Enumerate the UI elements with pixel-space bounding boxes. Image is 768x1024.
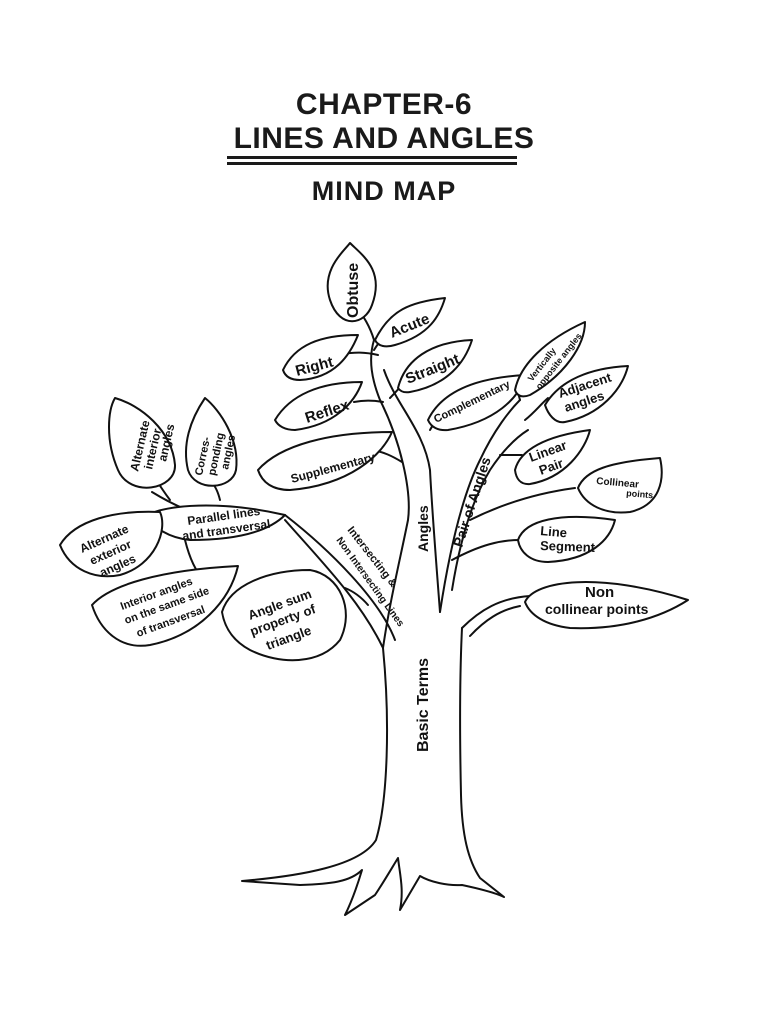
mind-map-title: MIND MAP [311,176,457,206]
label-pair-of-angles: Pair of Angles [450,455,494,549]
leaf-vertically [514,321,586,398]
leaf-alt-interior [108,397,177,489]
subject-title: LINES AND ANGLES [233,122,535,155]
twig-noncollinear-2 [469,605,521,637]
branch-pair-of-angles [439,399,521,613]
label-collinear-2: points [626,488,654,500]
leaf-line-segment [517,515,616,563]
leaf-obtuse [326,242,377,323]
branch-angles-inner [383,369,441,613]
leaf-supplementary [257,431,393,491]
label-noncollinear-1: Non [585,584,614,601]
leaf-corr [184,397,238,487]
twig-collinear [469,487,576,521]
branch-pair-inner [451,429,529,591]
label-line-segment-2: Segment [540,538,596,555]
leaf-reflex [274,381,363,431]
leaf-adjacent [544,365,629,424]
label-noncollinear-2: collinear points [545,601,649,617]
leaf-linear [514,429,591,486]
label-line-segment-1: Line [540,523,568,540]
twig-noncollinear [461,595,531,629]
branch-angles [370,339,410,649]
title-underline-bottom [227,162,517,165]
leaf-right [282,334,359,381]
title-underline-top [227,156,517,159]
leaf-acute [374,297,446,348]
leaf-alt-exterior [59,510,164,578]
leaf-angle-sum [221,569,347,662]
tree-trunk [241,627,505,916]
leaf-complementary [427,374,526,432]
label-basic-terms: Basic Terms [415,658,432,752]
label-obtuse: Obtuse [345,263,362,318]
leaf-parallel [147,504,286,541]
twig-adjacent [524,397,549,421]
label-collinear-1: Collinear [596,476,640,491]
leaf-collinear [577,457,663,514]
leaf-straight [397,339,473,394]
leaf-noncollinear [524,581,689,630]
twig-reflex [353,399,384,403]
leaf-interior-same [91,565,239,647]
twig-angle-sum [344,587,369,606]
branch-intersecting-2 [284,514,396,641]
label-angles: Angles [415,505,431,552]
branch-intersecting [284,519,384,649]
twig-line-segment [451,539,521,561]
chapter-title: CHAPTER-6 [295,88,473,121]
